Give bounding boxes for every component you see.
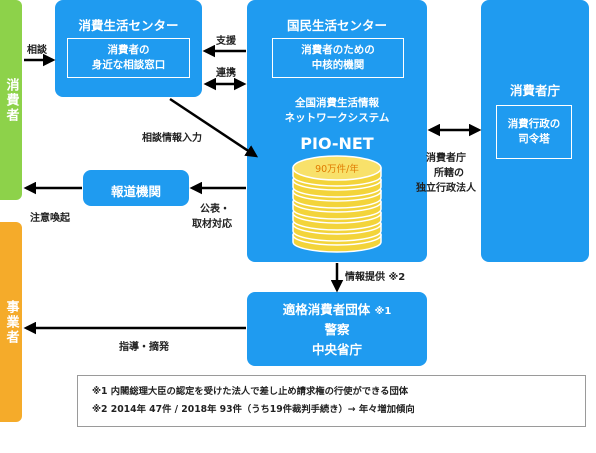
agency-role-line2: 司令塔 (518, 133, 550, 145)
footnote-1: ※1 内閣総理大臣の認定を受けた法人で差し止め請求権の行使ができる団体 (92, 386, 409, 397)
consumer-label: 消費者 (3, 77, 19, 123)
footnote-2: ※2 2014年 47件 / 2018年 93件（うち19件裁判手続き）→ 年々… (92, 403, 415, 415)
pio-net-title: PIO-NET (300, 134, 374, 153)
consult-label: 相談 (27, 45, 47, 56)
local-center-title: 消費生活センター (78, 18, 179, 33)
alert-label: 注意喚起 (30, 213, 70, 224)
agency-relation-line2: 所轄の (434, 168, 464, 179)
consumer-affairs-agency: 消費者庁 消費行政の 司令塔 (481, 0, 589, 262)
database-cap-top (292, 155, 382, 181)
national-center-role-box: 消費者のための 中核的機関 (272, 38, 404, 78)
footnotes-box: ※1 内閣総理大臣の認定を受けた法人で差し止め請求権の行使ができる団体 ※2 2… (77, 375, 586, 427)
consumer-sidebar: 消費者 (0, 0, 22, 200)
local-center-role-line2: 身近な相談窓口 (91, 59, 166, 71)
publish-label-line2: 取材対応 (192, 219, 232, 230)
national-center-role-line1: 消費者のための (301, 43, 375, 56)
info-provide-label: 情報提供 ※2 (345, 272, 406, 283)
agency-relation-line1: 消費者庁 (426, 153, 466, 164)
support-label: 支援 (216, 36, 236, 47)
agency-role-line1: 消費行政の (507, 117, 561, 130)
network-system-name: 全国消費生活情報 ネットワークシステム (247, 96, 427, 126)
ministries-label: 中央省庁 (311, 342, 362, 357)
local-consumer-center: 消費生活センター 消費者の 身近な相談窓口 (55, 0, 202, 97)
consult-input-label: 相談情報入力 (142, 133, 202, 144)
publish-label-line1: 公表・ (200, 204, 230, 215)
press-organizations: 報道機関 (83, 170, 189, 206)
business-sidebar: 事業者 (0, 222, 22, 422)
press-title: 報道機関 (110, 184, 161, 199)
agency-title: 消費者庁 (509, 83, 560, 98)
national-center-role-line2: 中核的機関 (311, 59, 365, 71)
qualified-groups-mark: ※1 (374, 306, 392, 317)
police-label: 警察 (324, 322, 350, 337)
local-center-role-line1: 消費者の (107, 43, 150, 56)
business-label: 事業者 (3, 299, 19, 345)
local-center-role-box: 消費者の 身近な相談窓口 (67, 38, 190, 78)
cooperation-label: 連携 (216, 68, 236, 79)
guidance-label: 指導・摘発 (119, 342, 169, 353)
agency-role-box: 消費行政の 司令塔 (496, 105, 572, 159)
qualified-groups-text: 適格消費者団体 (282, 302, 371, 317)
consult-input-arrow (169, 97, 259, 158)
qualified-groups-label: 適格消費者団体 ※1 (247, 299, 427, 318)
national-center-title: 国民生活センター (286, 18, 387, 33)
enforcement-bodies: 適格消費者団体 ※1 警察 中央省庁 (247, 292, 427, 366)
agency-relation-line3: 独立行政法人 (416, 183, 476, 194)
database-icon: 90万件/年 (292, 155, 382, 253)
network-system-line2: ネットワークシステム (284, 112, 390, 125)
network-system-line1: 全国消費生活情報 (295, 97, 379, 109)
database-volume-label: 90万件/年 (315, 163, 359, 175)
